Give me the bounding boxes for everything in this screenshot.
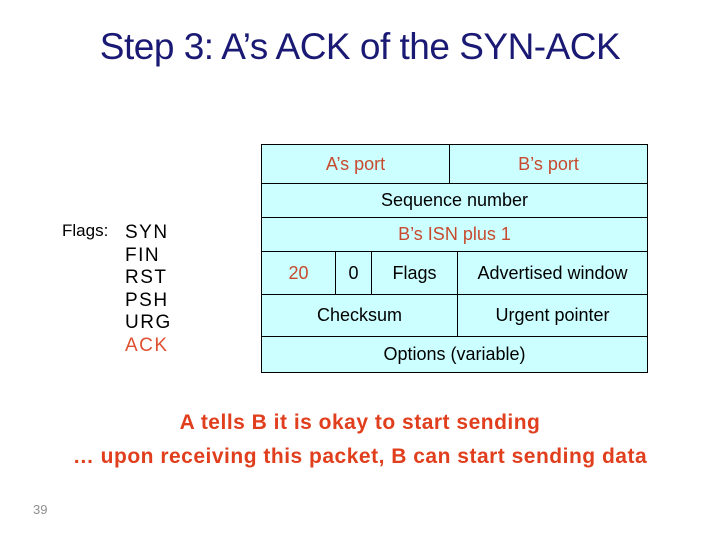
table-row: 20 0 Flags Advertised window bbox=[261, 250, 648, 296]
field-urgent-pointer: Urgent pointer bbox=[457, 295, 647, 336]
slide-title: Step 3: A’s ACK of the SYN-ACK bbox=[99, 26, 621, 67]
flag-psh: PSH bbox=[125, 289, 169, 311]
flag-rst: RST bbox=[125, 267, 168, 288]
field-checksum: Checksum bbox=[316, 305, 403, 325]
flag-fin: FIN bbox=[125, 244, 161, 266]
table-row: Sequence number bbox=[261, 182, 648, 219]
field-flags: Flags bbox=[371, 251, 457, 295]
field-advertised-window: Advertised window bbox=[457, 251, 647, 295]
field-sequence-number: Sequence number bbox=[380, 190, 529, 210]
field-header-length: 20 bbox=[288, 262, 309, 283]
table-row: Checksum Urgent pointer bbox=[261, 294, 648, 337]
flag-ack: ACK bbox=[125, 334, 169, 356]
flag-syn: SYN bbox=[125, 222, 169, 243]
table-row: Options (variable) bbox=[261, 335, 648, 373]
table-row: B’s ISN plus 1 bbox=[261, 217, 648, 252]
flags-legend-label: Flags: bbox=[62, 221, 109, 240]
flags-legend-list: SYN FIN RST PSH URG ACK bbox=[125, 222, 172, 357]
footer-line-2: … upon receiving this packet, B can star… bbox=[72, 445, 648, 468]
table-row: A’s port B’s port bbox=[261, 144, 648, 184]
tcp-header-diagram: A’s port B’s port Sequence number B’s IS… bbox=[261, 144, 648, 373]
field-options: Options (variable) bbox=[383, 343, 526, 364]
field-reserved: 0 bbox=[335, 251, 371, 295]
footer-statement: A tells B it is okay to start sending … … bbox=[0, 406, 720, 474]
field-ack-number: B’s ISN plus 1 bbox=[398, 224, 511, 244]
field-dest-port: B’s port bbox=[449, 145, 647, 183]
page-number: 39 bbox=[33, 502, 48, 517]
footer-line-1: A tells B it is okay to start sending bbox=[179, 411, 541, 434]
flag-urg: URG bbox=[125, 312, 172, 333]
field-source-port: A’s port bbox=[325, 153, 386, 174]
